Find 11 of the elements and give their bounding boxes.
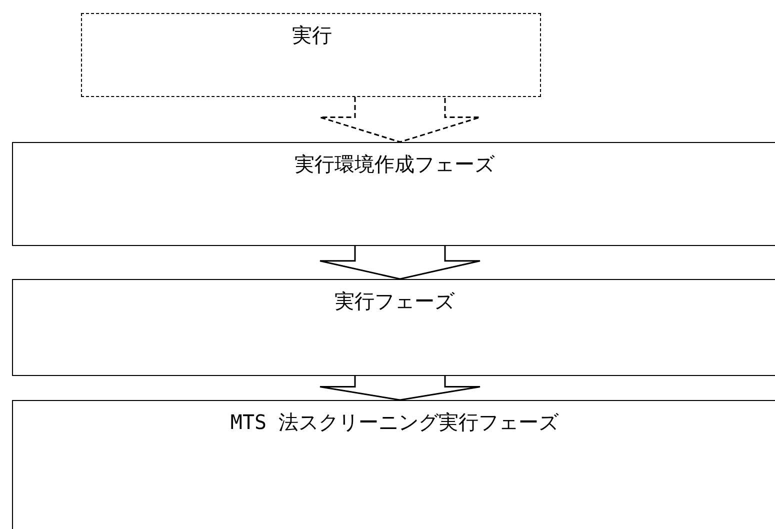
phase-label: 実行 (291, 22, 333, 48)
dashed-process-box (81, 13, 541, 97)
block-arrow (319, 245, 481, 280)
process-box (12, 400, 775, 529)
process-box (12, 142, 775, 246)
phase-label: 実行フェーズ (334, 288, 456, 314)
block-arrow (319, 375, 481, 401)
process-box (12, 279, 775, 376)
phase-label: MTS 法スクリーニング実行フェーズ (229, 409, 560, 435)
block-arrow (319, 96, 481, 143)
phase-label: 実行環境作成フェーズ (294, 151, 496, 177)
